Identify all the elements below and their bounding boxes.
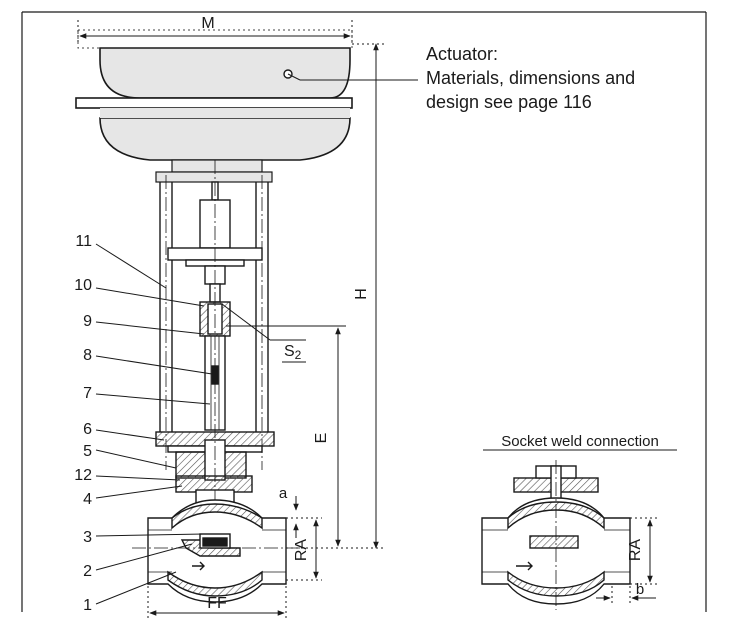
valve-body <box>132 499 300 603</box>
part-number: 6 <box>83 421 92 438</box>
actuator-note-line1: Actuator: <box>426 44 498 64</box>
part-number: 1 <box>83 597 92 614</box>
dim-S2: S2 <box>284 343 302 362</box>
part-number: 5 <box>83 443 92 460</box>
part-number: 7 <box>83 385 92 402</box>
dim-M: M <box>201 15 214 32</box>
part-number: 12 <box>74 467 92 484</box>
part-number: 11 <box>75 233 92 250</box>
part-number: 10 <box>74 277 92 294</box>
dimension-labels: M H E FF RA a S2 <box>201 15 370 612</box>
part-numbers: 11 10 9 8 7 6 5 12 4 3 2 1 <box>74 233 92 614</box>
part-number: 9 <box>83 313 92 330</box>
drawing-frame <box>21 11 707 612</box>
part-number: 3 <box>83 529 92 546</box>
actuator <box>75 29 353 183</box>
dim-a: a <box>279 485 288 502</box>
part-number: 8 <box>83 347 92 364</box>
actuator-note: Actuator: Materials, dimensions and desi… <box>426 44 635 112</box>
part-number: 4 <box>83 491 92 508</box>
actuator-note-line2: Materials, dimensions and <box>426 68 635 88</box>
dim-RA: RA <box>293 539 310 562</box>
socket-weld-title: Socket weld connection <box>501 433 659 450</box>
part-number: 2 <box>83 563 92 580</box>
socket-weld-b: b <box>636 581 644 598</box>
socket-weld-RA: RA <box>627 539 644 562</box>
dimension-lines <box>77 20 418 618</box>
part-leaders <box>95 243 213 605</box>
dim-H: H <box>353 288 370 300</box>
actuator-note-line3: design see page 116 <box>426 92 592 112</box>
dim-FF: FF <box>207 595 227 612</box>
socket-weld-detail: Socket weld connection RA b <box>481 433 677 610</box>
dim-E: E <box>313 433 330 444</box>
